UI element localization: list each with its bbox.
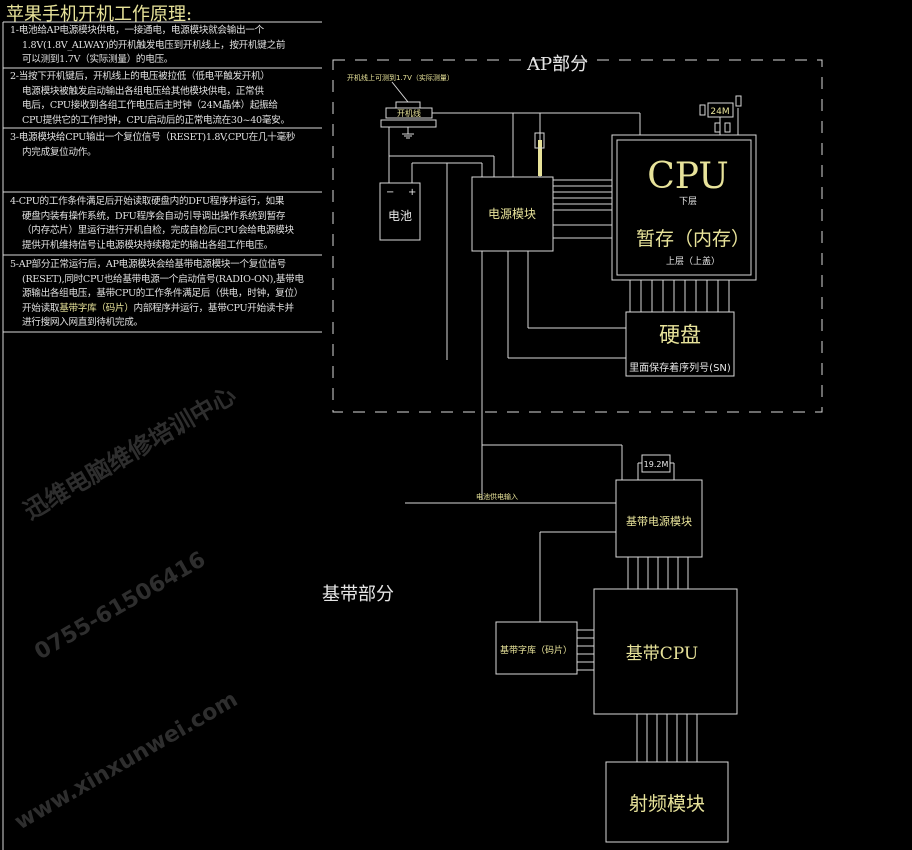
cpu-lower-layer-label: 下层 [679, 196, 697, 207]
battery-plus-label: + [408, 187, 416, 198]
ap-wires [388, 112, 730, 622]
step-line: 3-电源模块给CPU输出一个复位信号（RESET)1.8V,CPU在几十毫秒 [10, 132, 296, 143]
step-line: 4-CPU的工作条件满足后开始读取硬盘内的DFU程序并运行，如果 [10, 196, 285, 207]
step-line: 2-当按下开机键后，开机线上的电压被拉低（低电平触发开机） [10, 71, 270, 82]
hard-disk: 硬盘 里面保存着序列号(SN) [625, 311, 735, 377]
text-panel-borders [2, 21, 322, 850]
step-line: 源输出各组电压，基带CPU的工作条件满足后（供电，时钟，复位） [22, 288, 304, 299]
hdd-label: 硬盘 [659, 323, 701, 347]
step-line: 硬盘内装有操作系统，DFU程序会自动引导调出操作系统到暂存 [22, 210, 286, 222]
step-1: 1-电池给AP电源模块供电，一接通电，电源模块就会输出一个 1.8V(1.8V_… [10, 24, 322, 68]
ram-upper-layer-label: 上层（上盖） [666, 255, 720, 267]
resistor-icon [534, 132, 545, 149]
ram-label: 暂存（内存） [636, 228, 750, 250]
watermarks: 迅维电脑维修培训中心 0755-61506416 www.xinxunwei.c… [11, 381, 243, 835]
page-title: 苹果手机开机工作原理: [6, 4, 193, 25]
step-line: 电后，CPU接收到各组工作电压后主时钟（24M晶体）起振给 [22, 100, 278, 111]
ap-section-label: AP部分 [526, 54, 588, 75]
baseband-power-module: 基带电源模块 [615, 479, 703, 558]
power-key: 开机线 [380, 101, 437, 139]
cpu-label: CPU [647, 156, 728, 197]
step-line: CPU提供它的工作时钟，CPU启动后的正常电流在30~40毫安。 [22, 114, 290, 126]
step-line: 电源模块被触发启动输出各组电压给其他模块供电，正常供 [22, 85, 264, 97]
watermark: 迅维电脑维修培训中心 [19, 381, 241, 525]
power-key-note: 开机线上可测到1.7V（实际测量） [347, 73, 454, 82]
crystal-24m-label: 24M [710, 107, 729, 117]
baseband-flash: 基带字库（码片） [495, 621, 578, 675]
bb-cpu-label: 基带CPU [626, 644, 698, 664]
step-2: 2-当按下开机键后，开机线上的电压被拉低（低电平触发开机） 电源模块被触发启动输… [10, 70, 322, 128]
rf-module: 射频模块 [605, 761, 729, 843]
battery-label: 电池 [388, 209, 412, 223]
battery: − + 电池 [379, 182, 421, 241]
step-5: 5-AP部分正常运行后，AP电源模块会给基带电源模块一个复位信号 (RESET)… [10, 258, 322, 331]
step-4: 4-CPU的工作条件满足后开始读取硬盘内的DFU程序并运行，如果 硬盘内装有操作… [10, 195, 322, 253]
step-line: 提供开机维持信号让电源模块持续稳定的输出各组工作电压。 [22, 239, 273, 251]
step-line: （内存芯片）里运行进行开机自检，完成自检后CPU会给电源模块 [22, 225, 294, 236]
hdd-sn-label: 里面保存着序列号(SN) [629, 361, 731, 374]
power-module: 电源模块 [471, 176, 554, 252]
step-line: 开始读取基带字库（码片）内部程序并运行，基带CPU开始读卡并 [10, 302, 322, 317]
crystal-24m: 24M [699, 95, 742, 135]
baseband-section-label: 基带部分 [322, 584, 394, 605]
step-text: 开始读取 [22, 302, 60, 314]
bb-power-module-label: 基带电源模块 [626, 514, 692, 528]
power-key-label: 开机线 [397, 108, 421, 118]
cpu: CPU 下层 暂存（内存） 上层（上盖） [611, 134, 757, 281]
bb-flash-label: 基带字库（码片） [500, 644, 572, 656]
step-text: 内部程序并运行，基带CPU开始读卡并 [133, 302, 295, 314]
step-line: 内完成复位动作。 [22, 146, 97, 158]
power-module-label: 电源模块 [488, 207, 536, 221]
baseband-cpu: 基带CPU [593, 588, 738, 715]
step-line: 1.8V(1.8V_ALWAY)的开机触发电压到开机线上，按开机键之前 [22, 39, 286, 51]
crystal-19m: 19.2M [637, 454, 675, 480]
battery-minus-label: − [386, 187, 394, 198]
baseband-wires [577, 557, 698, 762]
step-3: 3-电源模块给CPU输出一个复位信号（RESET)1.8V,CPU在几十毫秒 内… [10, 131, 322, 160]
step-line: 进行搜网入网直到待机完成。 [22, 317, 143, 328]
step-line: (RESET),同时CPU也给基带电源一个启动信号(RADIO-ON),基带电 [22, 273, 304, 285]
step-line: 1-电池给AP电源模块供电，一接通电，电源模块就会输出一个 [10, 25, 264, 36]
step-highlight: 基带字库（码片） [59, 302, 134, 314]
watermark: 0755-61506416 [31, 547, 210, 665]
step-line: 可以测到1.7V（实际测量）的电压。 [22, 54, 174, 65]
reset-signal-marker [538, 140, 542, 176]
step-line: 5-AP部分正常运行后，AP电源模块会给基带电源模块一个复位信号 [10, 259, 286, 270]
ap-region [332, 59, 823, 413]
battery-input-label: 电池供电输入 [476, 492, 518, 501]
crystal-19m-label: 19.2M [644, 460, 669, 469]
rf-module-label: 射频模块 [629, 793, 705, 815]
watermark: www.xinxunwei.com [11, 687, 243, 835]
